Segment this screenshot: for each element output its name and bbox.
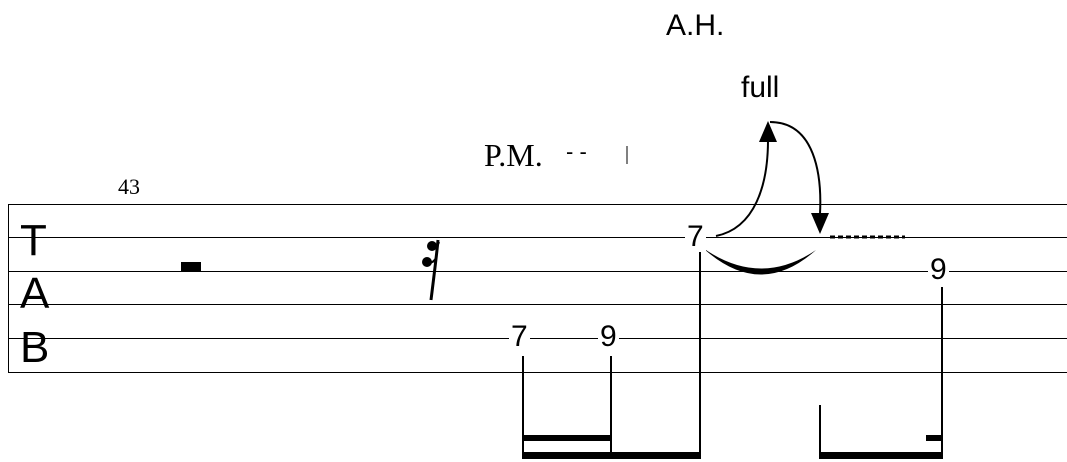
palm-mute-extender: - - bbox=[566, 139, 587, 164]
staff-line-6 bbox=[8, 372, 1067, 373]
bend-arrows bbox=[715, 121, 822, 237]
tab-clef-b: B bbox=[20, 323, 50, 372]
tab-clef-t: T bbox=[20, 216, 47, 265]
beams bbox=[522, 435, 943, 459]
fret-number: 7 bbox=[509, 320, 530, 353]
staff-line-4 bbox=[8, 304, 1067, 305]
sixteenth-rest bbox=[422, 239, 440, 301]
staff-line-1 bbox=[8, 204, 1067, 205]
fret-number: 9 bbox=[598, 320, 619, 353]
stems bbox=[522, 252, 943, 455]
staff-line-3 bbox=[8, 271, 1067, 272]
bend-amount-label: full bbox=[741, 71, 780, 104]
staff-line-2 bbox=[8, 237, 1067, 238]
half-rest bbox=[181, 262, 201, 272]
measure-number: 43 bbox=[118, 174, 140, 199]
staff-line-5 bbox=[8, 338, 1067, 339]
bend-up-arrowhead bbox=[759, 121, 777, 142]
fret-number: 9 bbox=[928, 253, 949, 286]
fret-number: 7 bbox=[685, 220, 706, 253]
tie bbox=[703, 248, 816, 275]
artificial-harmonic-label: A.H. bbox=[666, 9, 725, 42]
palm-mute-label: P.M. bbox=[484, 137, 543, 173]
tab-clef-a: A bbox=[20, 269, 50, 318]
bend-down-arrowhead bbox=[811, 213, 829, 234]
